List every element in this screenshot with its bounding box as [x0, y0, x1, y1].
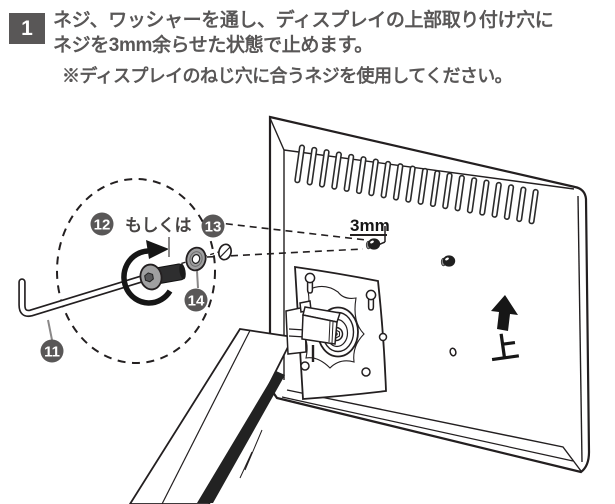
screw-head: [367, 238, 381, 250]
vent-slot: [343, 153, 355, 192]
hex-key-body: [19, 274, 151, 316]
vent-slots: [294, 144, 539, 225]
display-back-panel: [268, 115, 591, 474]
display-top-inner-edge: [283, 149, 575, 190]
up-label: 上: [488, 330, 521, 367]
hex-key-tool: [18, 273, 152, 318]
vent-slot: [466, 177, 478, 214]
washer-hole: [191, 254, 201, 264]
step-heading: ネジ、ワッシャーを通し、ディスプレイの上部取り付け穴に ネジを3mm余らせた状態…: [53, 9, 554, 89]
vent-slot: [380, 160, 392, 199]
washer: [185, 246, 207, 272]
badge-number: 11: [44, 344, 60, 361]
vent-slot: [331, 151, 342, 190]
vent-slot: [355, 156, 367, 195]
badge-number: 12: [94, 217, 111, 234]
vent-slot: [429, 170, 441, 208]
arm-accent-lines: [239, 429, 263, 479]
vent-slot: [516, 186, 527, 223]
screw-highlight: [445, 257, 449, 261]
step-note: ※ディスプレイのねじ穴に合うネジを使用してください。: [62, 66, 513, 86]
heading-line-1: ネジ、ワッシャーを通し、ディスプレイの上部取り付け穴に: [53, 10, 554, 31]
part-badge-13: 13: [201, 214, 225, 238]
bracket-front-face: [301, 314, 338, 345]
vent-slot: [442, 172, 453, 210]
display-corner-bevel: [269, 117, 285, 151]
screw-hex-socket: [144, 272, 154, 283]
arm-dark-edge: [197, 371, 285, 503]
screw-highlight: [370, 240, 374, 244]
measurement-3mm: 3mm: [350, 216, 390, 246]
badge-circle: [184, 288, 208, 312]
part-badge-14: 14: [184, 288, 208, 312]
badge-circle: [40, 339, 64, 363]
badge-number: 13: [205, 219, 222, 236]
part-badge-12: 12: [90, 212, 114, 236]
vesa-hole: [378, 332, 388, 342]
vent-slot: [306, 146, 318, 186]
vent-slot: [491, 181, 502, 218]
keyhole-circle: [304, 272, 316, 284]
measurement-label: 3mm: [350, 216, 390, 235]
vent-slot: [392, 163, 404, 201]
display-outline: [268, 115, 591, 474]
panel-small-hole: [449, 347, 457, 357]
vent-slot: [368, 158, 379, 197]
detail-callout: 12 もしくは 13 14 11: [18, 178, 367, 364]
bracket-hatch: [328, 320, 334, 344]
arm-edge-line: [161, 330, 251, 504]
keyhole-circle: [365, 289, 377, 301]
badge-number: 14: [188, 293, 205, 310]
part-badge-11: 11: [40, 339, 64, 363]
measurement-tick: [377, 226, 386, 246]
vesa-hole: [300, 361, 310, 371]
vent-slot: [528, 188, 539, 225]
arm-body: [128, 328, 295, 504]
display-bottom-inner-edge: [286, 389, 582, 472]
callout-circle: [56, 178, 216, 364]
vent-slot: [294, 144, 306, 184]
step-number-badge: 1: [9, 13, 45, 44]
step-number: 1: [21, 16, 33, 40]
display-bottom-edge-line: [281, 396, 574, 462]
bracket-clamp: [285, 306, 307, 355]
callout-leader-line-bottom: [206, 248, 364, 258]
rotation-arrowhead: [146, 240, 169, 259]
display-right-inner-edge: [577, 195, 583, 463]
screw-hole: [218, 243, 232, 261]
monitor-arm: [128, 328, 295, 504]
heading-line-2: ネジを3mm余らせた状態で止めます。: [53, 34, 373, 56]
hex-key-leader: [47, 319, 53, 341]
screw-tip: [179, 263, 186, 280]
vent-slot: [454, 174, 465, 212]
vent-slot: [405, 165, 416, 203]
badge-circle: [90, 212, 114, 236]
callout-leader-line-top: [201, 220, 367, 241]
or-label: もしくは: [125, 216, 191, 235]
vent-slot: [417, 167, 429, 205]
mounting-screw-left: [365, 238, 381, 250]
vent-slot: [318, 149, 330, 188]
vent-slot: [479, 179, 490, 216]
rotation-arrow-icon: [121, 240, 173, 306]
screw-head: [442, 255, 456, 267]
up-arrow-icon: [491, 295, 518, 331]
washer-ring: [189, 251, 203, 267]
mounting-screw-right: [440, 255, 456, 267]
screw: [139, 263, 186, 291]
badge-circle: [201, 214, 225, 238]
arm-bracket: [285, 300, 341, 362]
screw-hole-slash: [219, 246, 231, 258]
vent-slot: [503, 184, 515, 220]
washer-leader: [196, 270, 199, 289]
vesa-hole: [361, 367, 371, 377]
up-direction: 上: [488, 295, 521, 367]
rotation-arc: [121, 248, 173, 306]
